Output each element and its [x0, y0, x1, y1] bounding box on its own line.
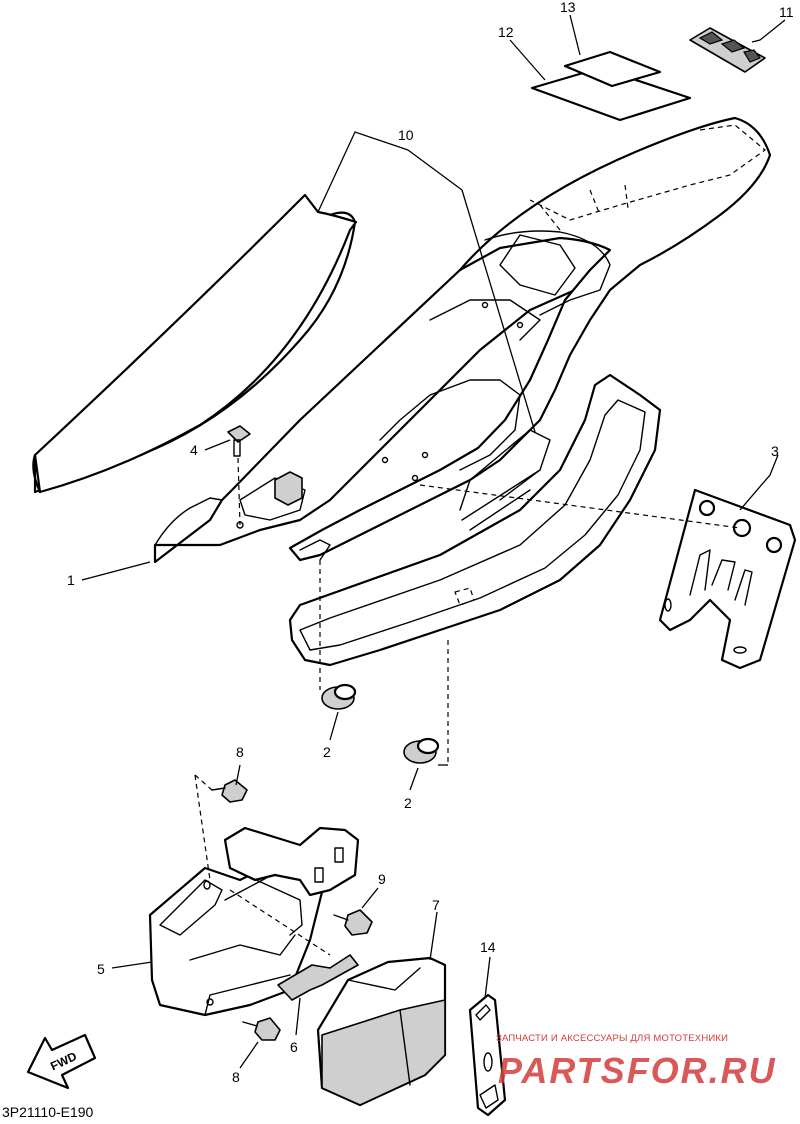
callout-8a: 8 [236, 744, 244, 760]
grommet-part-2b [403, 737, 440, 764]
callout-5: 5 [97, 961, 105, 977]
callout-7: 7 [432, 897, 440, 913]
bolt-part-8b [242, 1017, 281, 1041]
callout-14: 14 [480, 939, 496, 955]
callout-9: 9 [378, 871, 386, 887]
sticker-part-13 [563, 50, 662, 88]
callout-6: 6 [290, 1039, 298, 1055]
watermark-logo: PARTSFOR.RU [498, 1050, 777, 1091]
callout-2a: 2 [323, 744, 331, 760]
callout-13: 13 [560, 0, 576, 15]
clip-part-14 [468, 993, 507, 1117]
fwd-arrow-icon: FWD [26, 1033, 97, 1090]
watermark-subtitle: ЗАПЧАСТИ И АКСЕССУАРЫ ДЛЯ МОТОТЕХНИКИ [496, 1033, 729, 1044]
screw-part-4 [227, 425, 251, 526]
emblem-part-11 [689, 27, 766, 73]
callout-2b: 2 [404, 795, 412, 811]
sticker-part-12 [530, 66, 692, 122]
cover-part-7 [316, 956, 447, 1107]
damper-part-6 [229, 889, 359, 1001]
callout-8b: 8 [232, 1069, 240, 1085]
side-cover-left-part-10 [32, 193, 358, 494]
callout-3: 3 [771, 443, 779, 459]
callout-11: 11 [779, 4, 794, 20]
callout-12: 12 [498, 24, 514, 40]
callout-10: 10 [398, 127, 414, 143]
rear-frame-cover-part-1 [153, 116, 772, 564]
callout-4: 4 [190, 442, 198, 458]
bolt-part-9 [333, 909, 373, 936]
bolt-part-8a [194, 774, 248, 881]
bracket-plate-part-3 [658, 488, 797, 670]
diagram-code: 3P21110-E190 [2, 1104, 94, 1120]
grommet-part-2a [321, 683, 357, 710]
case-bracket [223, 826, 360, 936]
side-cover-right-part-10 [288, 373, 662, 667]
callout-1: 1 [67, 572, 75, 588]
svg-text:PARTSFOR.RU: PARTSFOR.RU [498, 1050, 777, 1091]
leader-lines [81, 14, 786, 1069]
